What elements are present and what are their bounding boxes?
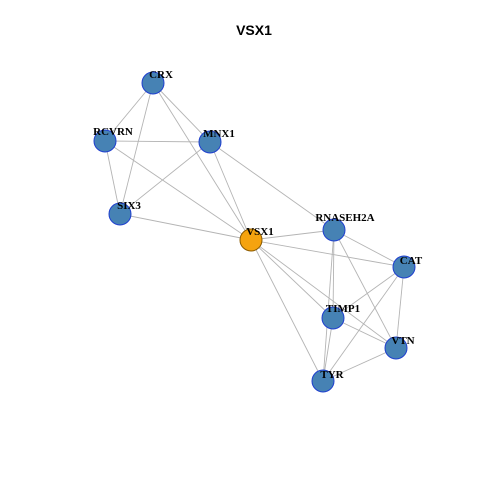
node-label-timp1: TIMP1: [326, 303, 360, 315]
edge-mnx1-six3: [119, 141, 211, 215]
edge-vsx1-vtn: [250, 239, 397, 349]
node-rnaseh2a[interactable]: RNASEH2A: [315, 212, 375, 242]
node-circle-tyr[interactable]: [311, 369, 335, 393]
edge-rnaseh2a-vtn: [333, 229, 397, 349]
edge-rcvrn-six3: [104, 140, 121, 215]
node-label-rcvrn: RCVRN: [93, 126, 133, 138]
edge-rcvrn-mnx1: [104, 140, 211, 143]
edge-mnx1-rnaseh2a: [209, 141, 335, 231]
edge-crx-vsx1: [152, 82, 252, 241]
node-vtn[interactable]: VTN: [384, 335, 415, 360]
graph-title: VSX1: [236, 22, 272, 38]
node-circle-mnx1[interactable]: [198, 130, 222, 154]
node-circle-crx[interactable]: [141, 71, 165, 95]
node-label-tyr: TYR: [320, 369, 344, 381]
node-timp1[interactable]: TIMP1: [321, 303, 360, 330]
edge-vtn-tyr: [322, 347, 397, 382]
edge-vsx1-rnaseh2a: [250, 229, 335, 241]
node-label-vtn: VTN: [391, 335, 414, 347]
node-circle-cat[interactable]: [392, 255, 416, 279]
node-rcvrn[interactable]: RCVRN: [93, 126, 133, 153]
edge-timp1-vtn: [332, 317, 397, 349]
node-label-vsx1: VSX1: [246, 226, 274, 238]
node-vsx1[interactable]: VSX1: [239, 226, 274, 252]
node-crx[interactable]: CRX: [141, 69, 173, 95]
node-tyr[interactable]: TYR: [311, 369, 345, 393]
edge-rnaseh2a-timp1: [332, 229, 335, 319]
edge-rnaseh2a-tyr: [322, 229, 335, 382]
node-mnx1[interactable]: MNX1: [198, 128, 235, 154]
node-circle-timp1[interactable]: [321, 306, 345, 330]
node-label-mnx1: MNX1: [203, 128, 235, 140]
edge-crx-rcvrn: [104, 82, 154, 142]
node-label-rnaseh2a: RNASEH2A: [315, 212, 374, 224]
node-label-crx: CRX: [149, 69, 173, 81]
edge-cat-timp1: [332, 266, 405, 319]
edge-cat-vtn: [395, 266, 405, 349]
node-circle-rnaseh2a[interactable]: [322, 218, 346, 242]
edge-crx-mnx1: [152, 82, 211, 143]
edges-layer: [104, 82, 405, 382]
node-circle-rcvrn[interactable]: [93, 129, 117, 153]
node-cat[interactable]: CAT: [392, 255, 423, 279]
edge-vsx1-cat: [250, 239, 405, 268]
edge-cat-tyr: [322, 266, 405, 382]
node-six3[interactable]: SIX3: [108, 200, 141, 226]
node-label-six3: SIX3: [117, 200, 141, 212]
edge-mnx1-vsx1: [209, 141, 252, 241]
edge-vsx1-timp1: [250, 239, 334, 319]
edge-rcvrn-vsx1: [104, 140, 252, 241]
edge-vsx1-tyr: [250, 239, 324, 382]
node-circle-six3[interactable]: [108, 202, 132, 226]
node-label-cat: CAT: [400, 255, 423, 267]
node-circle-vsx1[interactable]: [239, 228, 263, 252]
edge-rnaseh2a-cat: [333, 229, 405, 268]
edge-crx-six3: [119, 82, 154, 215]
edge-six3-vsx1: [119, 213, 252, 241]
node-circle-vtn[interactable]: [384, 336, 408, 360]
